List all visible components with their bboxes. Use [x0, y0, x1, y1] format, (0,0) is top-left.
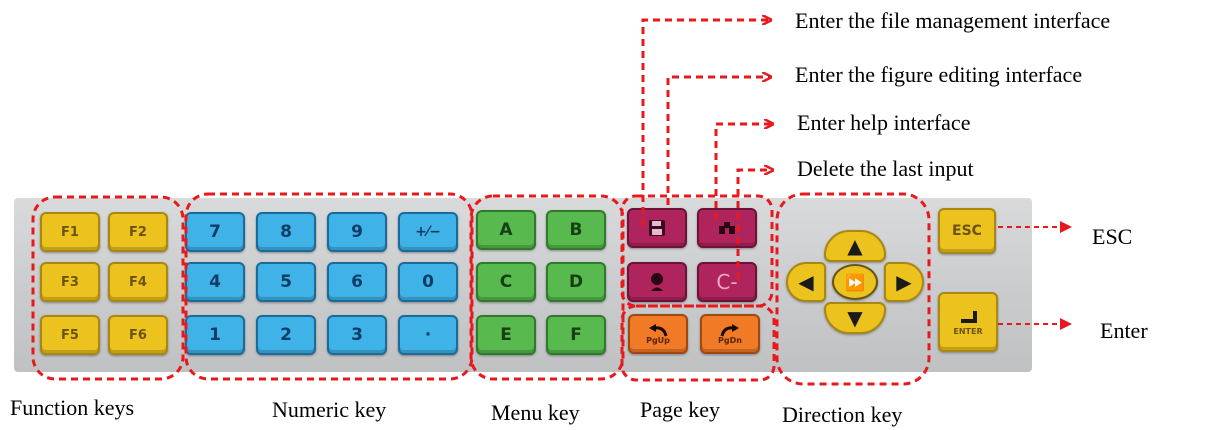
menu-key-b[interactable]: B: [546, 210, 606, 250]
arrow-left-key[interactable]: ◀: [786, 262, 826, 302]
esc-key[interactable]: ESC: [938, 208, 996, 254]
fast-forward-key[interactable]: ⏩: [832, 264, 878, 300]
enter-key-label: ENTER: [953, 326, 983, 336]
numeric-key-9[interactable]: 9: [327, 212, 387, 252]
numeric-key-4[interactable]: 4: [185, 262, 245, 302]
figure-editing-annotation: Enter the figure editing interface: [795, 62, 1083, 87]
floppy-disk-icon: [649, 220, 665, 236]
arrow-up-icon: ▲: [847, 234, 863, 258]
arrow-right-icon: ▶: [896, 270, 912, 294]
f6-key[interactable]: F6: [108, 315, 168, 355]
page-key-caption: Page key: [640, 397, 721, 422]
file-management-arrow: [641, 20, 770, 226]
numeric-key-caption: Numeric key: [272, 397, 387, 422]
f4-key[interactable]: F4: [108, 262, 168, 302]
delete-last-annotation: Delete the last input: [797, 156, 974, 181]
f3-key[interactable]: F3: [40, 262, 100, 302]
page-up-label: PgUp: [646, 335, 670, 345]
menu-key-a[interactable]: A: [476, 210, 536, 250]
f2-key[interactable]: F2: [108, 212, 168, 252]
numeric-key-5[interactable]: 5: [256, 262, 316, 302]
arrow-down-icon: ▼: [847, 306, 863, 330]
menu-key-e[interactable]: E: [476, 315, 536, 355]
numeric-key-8[interactable]: 8: [256, 212, 316, 252]
arrow-down-key[interactable]: ▼: [824, 302, 886, 334]
esc-annotation: ESC: [1092, 224, 1133, 249]
numeric-key-3[interactable]: 3: [327, 315, 387, 355]
function-keys-caption: Function keys: [10, 395, 135, 420]
numeric-key-0[interactable]: 0: [398, 262, 458, 302]
menu-key-caption: Menu key: [491, 400, 580, 425]
page-down-key[interactable]: PgDn: [700, 314, 760, 354]
decimal-point-key[interactable]: ·: [398, 315, 458, 355]
arrow-right-key[interactable]: ▶: [884, 262, 924, 302]
plus-minus-key[interactable]: +⁄−: [398, 212, 458, 252]
help-icon: [651, 273, 663, 291]
menu-key-c[interactable]: C: [476, 262, 536, 302]
figure-editing-key[interactable]: [697, 208, 757, 248]
figure-editing-arrow: [666, 77, 770, 205]
direction-pad: ▲ ▼ ◀ ▶ ⏩: [786, 228, 924, 336]
direction-key-caption: Direction key: [782, 402, 903, 427]
arrow-left-icon: ◀: [798, 270, 814, 294]
fast-forward-icon: ⏩: [845, 272, 865, 292]
enter-annotation: Enter: [1100, 318, 1148, 343]
page-up-key[interactable]: PgUp: [628, 314, 688, 354]
menu-key-f[interactable]: F: [546, 315, 606, 355]
enter-key[interactable]: ENTER: [938, 292, 998, 352]
numeric-key-6[interactable]: 6: [327, 262, 387, 302]
clear-key[interactable]: C-: [697, 262, 757, 302]
figure-edit-icon: [719, 222, 735, 234]
f1-key[interactable]: F1: [40, 212, 100, 252]
return-arrow-icon: [961, 310, 977, 323]
f5-key[interactable]: F5: [40, 315, 100, 355]
numeric-key-7[interactable]: 7: [185, 212, 245, 252]
help-key[interactable]: [627, 262, 687, 302]
menu-key-d[interactable]: D: [546, 262, 606, 302]
page-down-label: PgDn: [718, 335, 742, 345]
arrow-up-key[interactable]: ▲: [824, 230, 886, 262]
numeric-key-1[interactable]: 1: [185, 315, 245, 355]
file-management-annotation: Enter the file management interface: [795, 8, 1111, 33]
file-management-key[interactable]: [627, 208, 687, 248]
numeric-key-2[interactable]: 2: [256, 315, 316, 355]
help-annotation: Enter help interface: [797, 110, 971, 135]
